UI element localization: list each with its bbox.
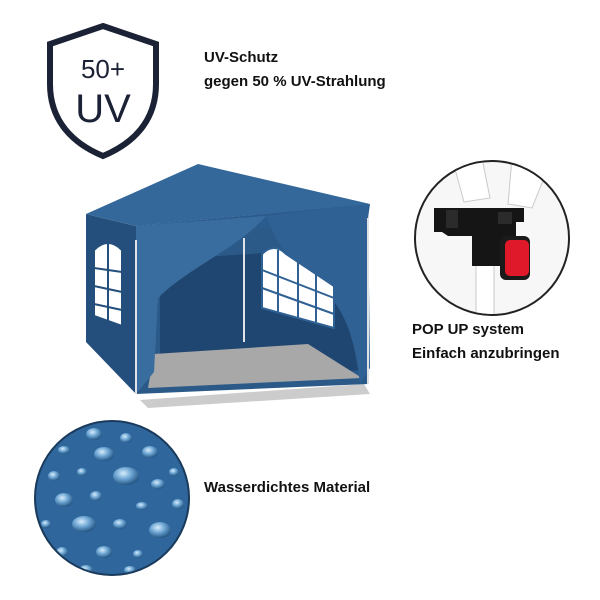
popup-feature-text: POP UP system Einfach anzubringen: [412, 318, 560, 366]
red-clip-icon: [505, 240, 529, 276]
uv-feature-line2: gegen 50 % UV-Strahlung: [204, 73, 386, 90]
uv-feature-text: UV-Schutz gegen 50 % UV-Strahlung: [204, 46, 386, 94]
popup-feature-line1: POP UP system: [412, 321, 525, 338]
popup-detail-image: [414, 160, 570, 316]
popup-feature-line2: Einfach anzubringen: [412, 345, 560, 362]
water-feature-text: Wasserdichtes Material: [204, 476, 370, 500]
water-drops-image: [34, 420, 190, 576]
water-feature-line1: Wasserdichtes Material: [204, 479, 371, 496]
uv-feature-line1: UV-Schutz: [204, 49, 279, 66]
tent-image: [86, 164, 370, 408]
uv-badge-main-text: UV: [75, 87, 131, 131]
uv-shield-icon: 50+ UV: [47, 22, 159, 160]
uv-badge-top-text: 50+: [81, 54, 125, 84]
